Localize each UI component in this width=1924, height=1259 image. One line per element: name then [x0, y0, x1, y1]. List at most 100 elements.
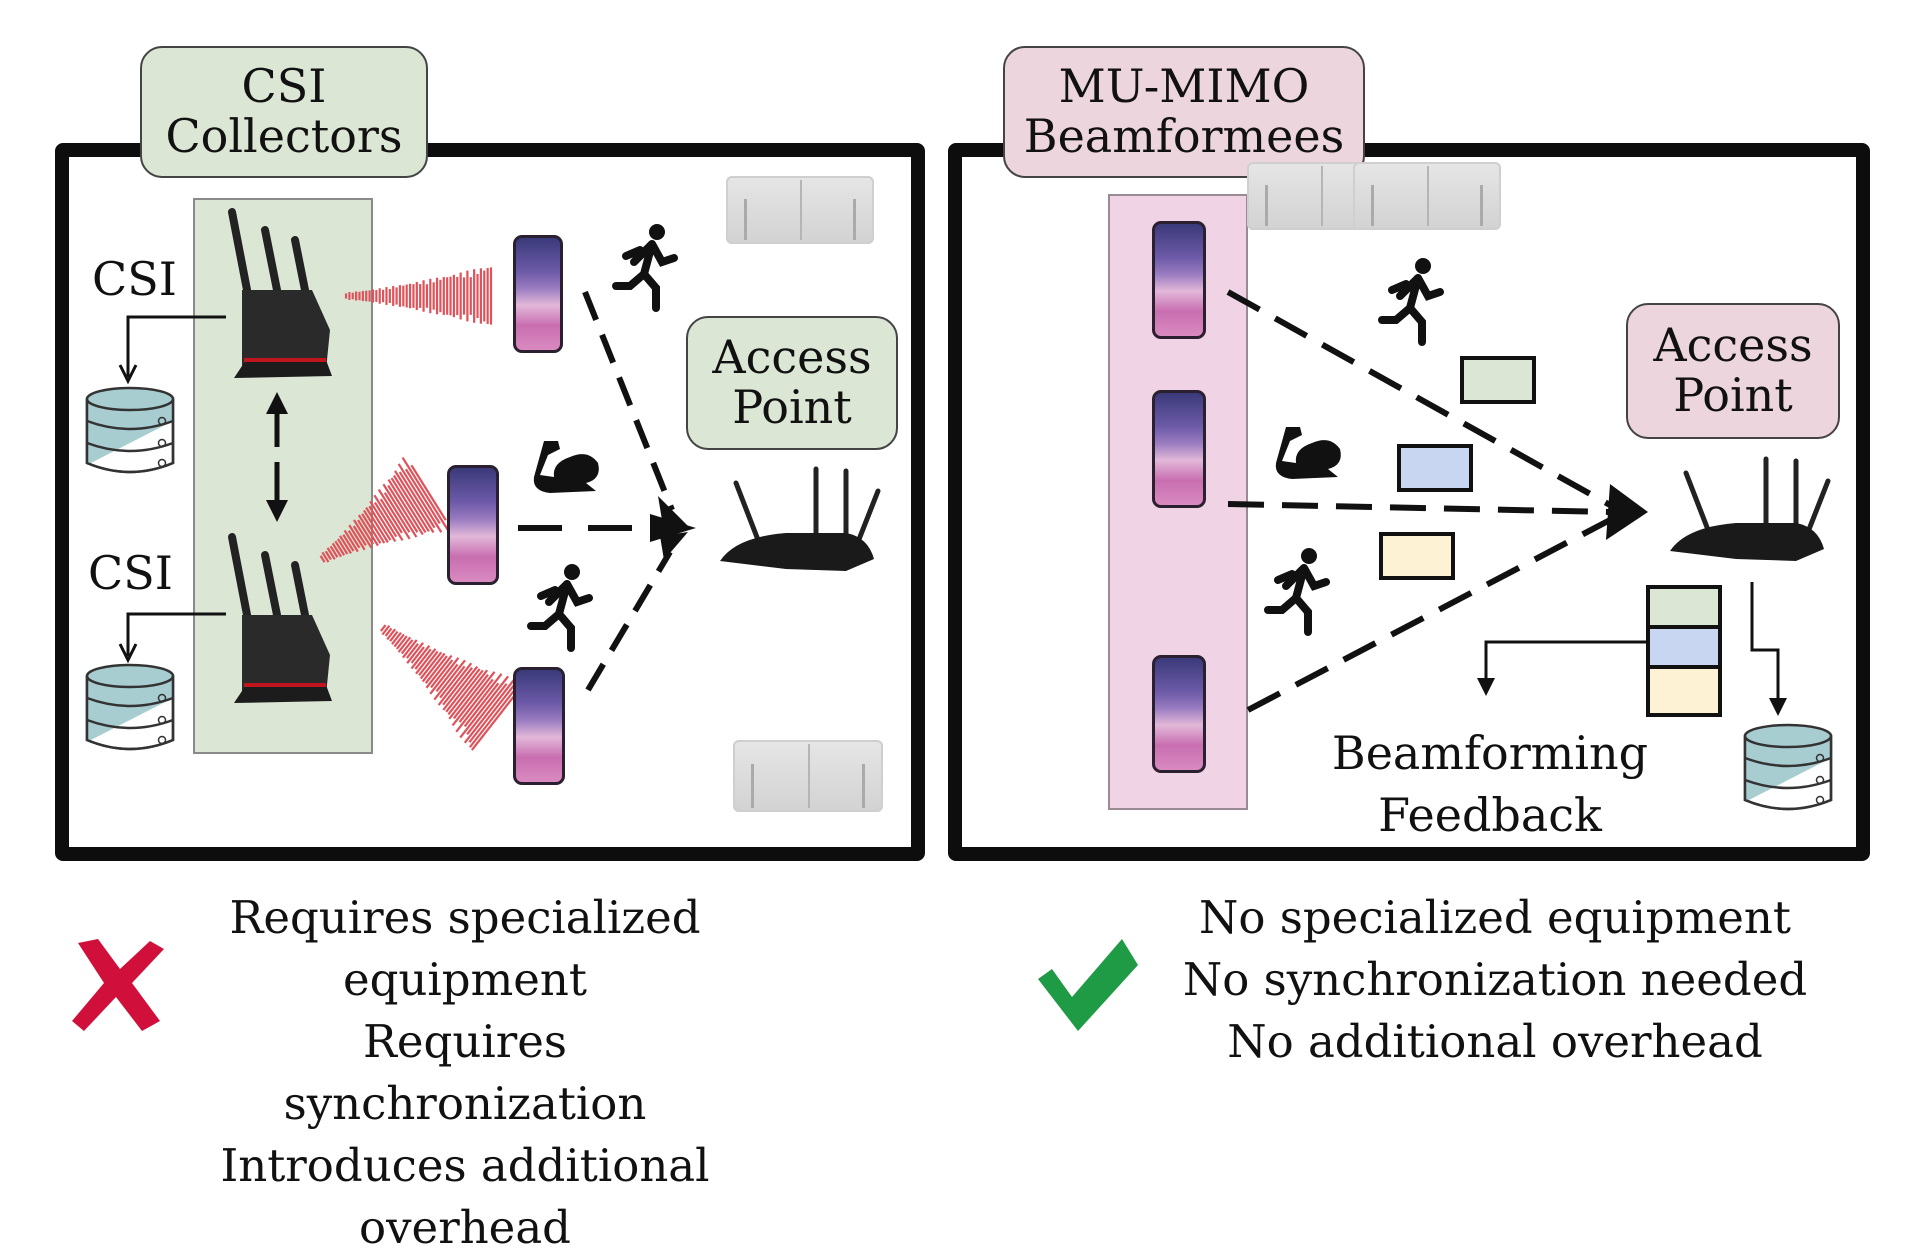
- signal-wave-bar: [406, 642, 424, 664]
- csi-collectors-title-line2: Collectors: [165, 109, 403, 163]
- signal-wave-bar: [348, 524, 366, 551]
- beamforming-feedback-label: Beamforming Feedback: [1310, 722, 1670, 846]
- feedback-packet-2: [1397, 444, 1473, 492]
- signal-wave-bar: [398, 471, 436, 529]
- csi-connector-top: [118, 315, 226, 385]
- cross-icon: [72, 939, 164, 1031]
- phone-icon: [1152, 221, 1206, 339]
- signal-wave-bar: [353, 519, 373, 549]
- signal-wave-bar: [390, 477, 427, 534]
- database-icon: [1743, 723, 1833, 811]
- phone-icon: [1152, 655, 1206, 773]
- signal-wave-bar: [377, 488, 411, 540]
- running-person-icon: [527, 564, 593, 652]
- running-person-icon: [612, 224, 678, 312]
- signal-wave-bar: [401, 456, 450, 533]
- feedback-packet-1: [1460, 356, 1536, 404]
- csi-label-bottom: CSI: [88, 546, 173, 600]
- signal-wave-bar: [425, 654, 453, 689]
- access-point-label-left: Access Point: [686, 316, 898, 450]
- phone-icon: [513, 235, 563, 353]
- signal-wave-bar: [459, 675, 509, 739]
- signal-wave-bar: [447, 669, 484, 716]
- signal-wave-bar: [391, 631, 402, 645]
- signal-wave-bar: [394, 470, 435, 534]
- signal-wave-bar: [442, 665, 479, 711]
- signal-wave-bar: [324, 550, 332, 561]
- signal-wave-bar: [380, 624, 387, 632]
- csi-connector-bottom: [118, 612, 226, 664]
- feedback-arrow-to-label: [1477, 640, 1646, 696]
- signal-wave-bar: [439, 665, 466, 699]
- sofa-icon: [1353, 162, 1501, 230]
- access-point-router-icon: [720, 466, 881, 571]
- signal-wave-bar: [347, 530, 361, 549]
- signal-wave-bar: [404, 468, 441, 524]
- signal-wave-bar: [339, 535, 352, 555]
- signal-wave-bar: [429, 657, 460, 695]
- phone-icon: [447, 465, 499, 585]
- signal-wave-bar: [382, 483, 418, 538]
- signal-wave-bar: [424, 655, 448, 684]
- benefit-item: No additional overhead: [1227, 1015, 1763, 1068]
- mu-mimo-panel: [948, 143, 1870, 861]
- signal-wave-bar: [393, 633, 405, 648]
- signal-wave-bar: [400, 639, 414, 655]
- access-point-label-line2: Point: [1673, 368, 1793, 422]
- phone-icon: [1152, 390, 1206, 508]
- signal-wave-bar: [374, 501, 398, 538]
- feedback-stack-segment: [1650, 589, 1718, 629]
- signal-wave-bar: [337, 538, 349, 555]
- csi-collectors-title: CSI Collectors: [140, 46, 428, 178]
- running-person-icon: [1378, 258, 1444, 346]
- signal-wave-bar: [418, 650, 439, 676]
- sofa-icon: [726, 176, 874, 244]
- signal-wave-bar: [329, 545, 339, 558]
- benefit-item: No synchronization needed: [1182, 953, 1808, 1006]
- signal-wave-bar: [383, 492, 411, 533]
- drawback-item: Requires specialized equipment: [229, 891, 701, 1006]
- signal-wave-bar: [361, 513, 382, 544]
- signal-wave-bar: [435, 663, 459, 693]
- uplink-arrows-right: [1226, 289, 1648, 713]
- signal-wave-top: [344, 267, 493, 325]
- signal-wave-bar: [437, 662, 473, 706]
- signal-wave-bar: [387, 484, 419, 533]
- signal-wave-bar: [406, 643, 419, 659]
- signal-wave-bar: [415, 648, 437, 675]
- signal-wave-bar: [357, 514, 379, 547]
- feedback-stack: [1646, 585, 1722, 717]
- signal-wave-bar: [386, 628, 397, 641]
- signal-wave-bar: [410, 646, 425, 664]
- signal-wave-bar: [363, 509, 386, 544]
- signal-wave-bar: [373, 494, 404, 541]
- signal-wave-bar: [326, 547, 336, 560]
- collector-router-top-icon: [228, 208, 332, 378]
- phone-icon: [513, 667, 565, 785]
- access-point-label-line2: Point: [732, 380, 852, 434]
- signal-wave-bar: [352, 525, 367, 546]
- signal-wave-bar: [414, 648, 432, 670]
- signal-wave-bar: [368, 505, 392, 541]
- signal-wave-bar: [466, 683, 508, 735]
- signal-wave-bar: [458, 678, 494, 723]
- csi-collectors-drawbacks: Requires specialized equipment Requires …: [180, 887, 750, 1259]
- sofa-icon: [733, 740, 883, 812]
- signal-wave-bar: [402, 639, 418, 659]
- signal-wave-bar: [452, 674, 489, 720]
- signal-wave-bar: [455, 673, 503, 733]
- mu-mimo-title-line2: Beamformees: [1023, 109, 1345, 163]
- drinking-person-icon: [533, 441, 599, 493]
- signal-wave-bar: [334, 540, 346, 556]
- running-person-icon: [1264, 548, 1330, 636]
- database-icon: [85, 663, 175, 751]
- signal-wave-bar: [463, 682, 500, 728]
- database-icon: [85, 386, 175, 474]
- feedback-packet-3: [1379, 532, 1455, 580]
- signal-wave-bar: [357, 519, 375, 545]
- signal-wave-bar: [384, 627, 393, 637]
- drawback-item: Requires synchronization: [283, 1015, 647, 1130]
- synchronization-arrow-icon: [266, 392, 288, 522]
- signal-wave-bar: [410, 464, 447, 521]
- mu-mimo-benefits: No specialized equipment No synchronizat…: [1175, 887, 1815, 1073]
